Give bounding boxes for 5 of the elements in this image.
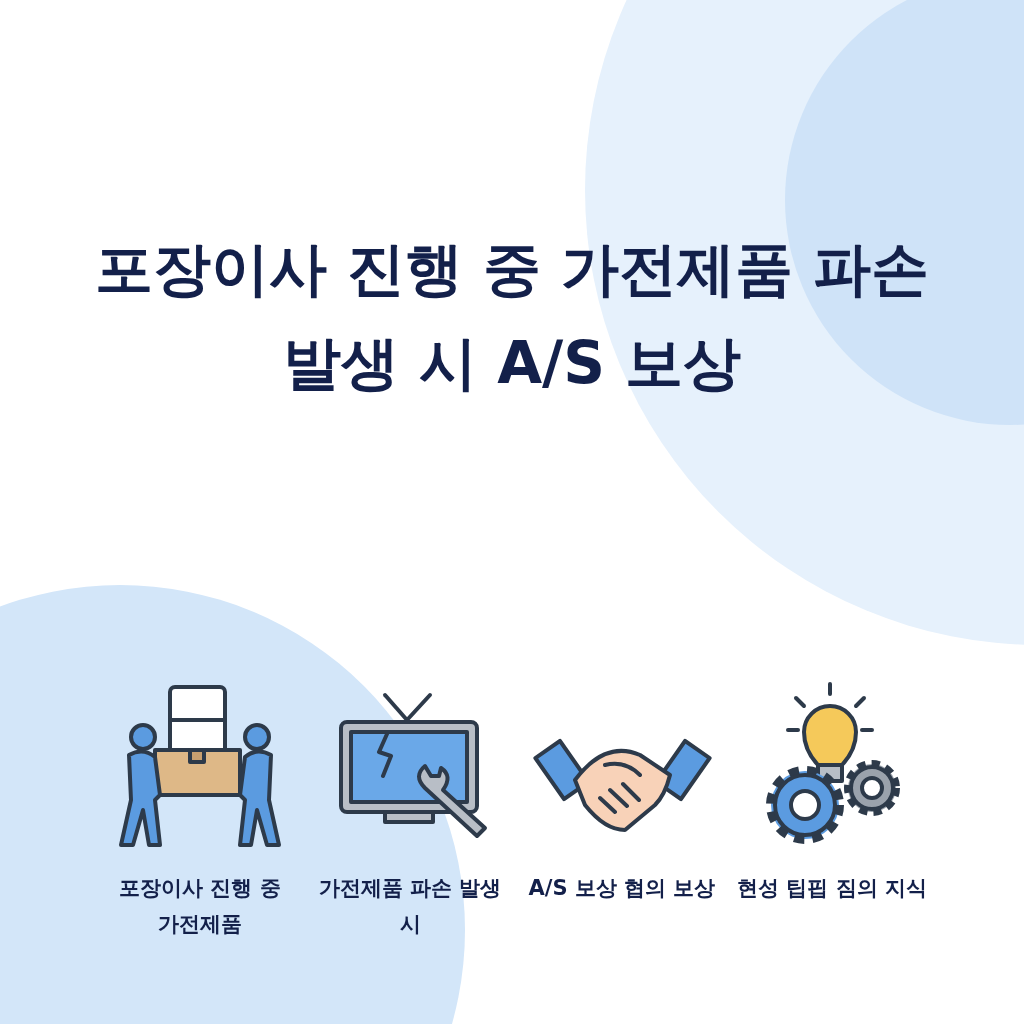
icon-caption: 포장이사 진행 중 가전제품 [118, 875, 282, 938]
icon-caption: 현성 팁핍 짐의 지식 [736, 875, 928, 902]
icon-caption: 가전제품 파손 발생 시 [317, 875, 503, 938]
icon-caption: A/S 보상 협의 보상 [527, 875, 717, 902]
title: 포장이사 진행 중 가전제품 파손 발생 시 A/S 보상 [93, 234, 931, 399]
